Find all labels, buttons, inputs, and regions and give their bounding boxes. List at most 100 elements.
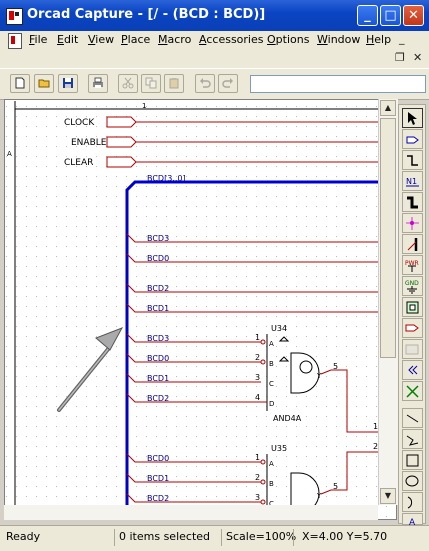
hierarchical-pin-tool[interactable] xyxy=(402,339,423,359)
title-bar[interactable]: Orcad Capture - [/ - (BCD : BCD)] _ □ ✕ xyxy=(0,0,429,31)
vertical-scrollbar[interactable]: ▲ ▼ xyxy=(378,99,398,505)
u34-input-wire-3[interactable] xyxy=(126,373,261,383)
svg-text:N1: N1 xyxy=(406,177,417,186)
status-selection: 0 items selected xyxy=(119,530,211,543)
open-button[interactable] xyxy=(34,74,54,93)
wire-tool[interactable] xyxy=(402,150,423,170)
bcd-bus[interactable] xyxy=(125,180,379,510)
u35-ref: U35 xyxy=(271,444,287,453)
menu-view[interactable]: View xyxy=(88,33,115,46)
part-u34[interactable]: U34 AND4A BCD3 BCD0 BCD1 BCD2 1 2 3 4 A … xyxy=(126,324,379,433)
u34-input-label: BCD1 xyxy=(147,374,169,383)
text-tool[interactable]: A xyxy=(402,513,423,525)
port-enable[interactable]: ENABLE xyxy=(71,136,379,148)
u35-pin-dot xyxy=(260,499,266,505)
part-icon xyxy=(406,136,419,144)
scroll-down-button[interactable]: ▼ xyxy=(380,488,396,504)
u35-output-pin: 5 xyxy=(333,482,338,491)
new-button[interactable] xyxy=(10,74,30,93)
bus-tool[interactable] xyxy=(402,192,423,212)
status-bar: Ready 0 items selected Scale=100% X=4.00… xyxy=(0,525,429,551)
u35-output-wire[interactable] xyxy=(320,451,379,495)
scroll-up-button[interactable]: ▲ xyxy=(380,100,396,116)
menu-edit[interactable]: Edit xyxy=(57,33,79,46)
mdi-restore-button[interactable]: ❐ xyxy=(395,51,405,64)
rectangle-tool[interactable] xyxy=(402,450,423,470)
bus-entry-bcd1[interactable] xyxy=(126,303,379,313)
arc-tool[interactable] xyxy=(402,492,423,512)
u35-input-wire-1[interactable] xyxy=(126,453,261,463)
part-tool[interactable] xyxy=(402,129,423,149)
scroll-thumb[interactable] xyxy=(380,118,396,358)
select-tool[interactable] xyxy=(402,108,423,128)
bus-entry-label: BCD2 xyxy=(147,284,169,293)
undo-button[interactable] xyxy=(195,74,215,93)
power-tool[interactable]: PWR xyxy=(402,255,423,275)
bus-entry-bcd2[interactable] xyxy=(126,283,379,293)
line-tool[interactable] xyxy=(402,408,423,428)
u34-output-wire[interactable] xyxy=(320,369,379,433)
power-icon: PWR xyxy=(405,260,419,272)
maximize-button[interactable]: □ xyxy=(380,5,401,26)
bus-entries: BCD3 BCD0 BCD2 BCD1 xyxy=(126,233,379,313)
bus-entry-bcd0[interactable] xyxy=(126,253,379,263)
u35-input-wire-3[interactable] xyxy=(126,493,261,503)
part-u35[interactable]: U35 BCD0 BCD1 BCD2 1 2 3 A B C Y 5 2 xyxy=(126,442,379,514)
port-clear[interactable]: CLEAR xyxy=(64,156,379,168)
menu-options[interactable]: Options xyxy=(267,33,310,46)
u34-pin-number: 1 xyxy=(255,333,260,342)
minimize-button[interactable]: _ xyxy=(357,5,378,26)
print-button[interactable] xyxy=(88,74,108,93)
u34-input-wire-2[interactable] xyxy=(126,353,261,363)
save-button[interactable] xyxy=(58,74,78,93)
redo-icon xyxy=(222,78,233,88)
ground-tool[interactable]: GND xyxy=(402,276,423,296)
u35-input-wire-2[interactable] xyxy=(126,473,261,483)
schematic-canvas[interactable]: 1 A CLOCK ENABLE CLEAR BCD[3..0] BCD3 BC… xyxy=(4,99,397,520)
u34-pin-indicators xyxy=(278,336,290,362)
ellipse-tool[interactable] xyxy=(402,471,423,491)
u34-output-pin: 5 xyxy=(333,362,338,371)
menu-help[interactable]: Help xyxy=(366,33,392,46)
hierarchical-block-icon xyxy=(406,301,419,314)
bus-entry-tool[interactable] xyxy=(402,234,423,254)
off-page-connector-tool[interactable] xyxy=(402,360,423,380)
no-connect-tool[interactable] xyxy=(402,381,423,401)
menu-file[interactable]: File xyxy=(29,33,48,46)
copy-button[interactable] xyxy=(141,74,161,93)
port-clear-shape xyxy=(106,156,137,168)
menu-window[interactable]: Window xyxy=(317,33,361,46)
redo-button[interactable] xyxy=(218,74,238,93)
horizontal-scrollbar[interactable] xyxy=(4,505,378,520)
port-clock[interactable]: CLOCK xyxy=(64,116,379,128)
part-search-combo[interactable] xyxy=(250,75,426,93)
paste-button[interactable] xyxy=(164,74,184,93)
menu-place[interactable]: Place xyxy=(121,33,151,46)
u34-pin-dot xyxy=(260,339,266,345)
mdi-minimize-button[interactable]: _ xyxy=(399,32,405,45)
bus-entry-bcd3[interactable] xyxy=(126,233,379,243)
u34-input-wire-1[interactable] xyxy=(126,333,261,343)
menu-accessories[interactable]: Accessories xyxy=(199,33,264,46)
junction-tool[interactable] xyxy=(402,213,423,233)
status-ready: Ready xyxy=(6,530,41,543)
u34-input-wire-4[interactable] xyxy=(126,393,267,403)
junction-icon xyxy=(406,217,419,230)
document-icon[interactable] xyxy=(8,33,22,49)
hierarchical-block-tool[interactable] xyxy=(402,297,423,317)
side-pin: 1 xyxy=(373,422,378,431)
mdi-close-button[interactable]: ✕ xyxy=(413,51,423,64)
close-button[interactable]: ✕ xyxy=(403,5,424,26)
bus-icon xyxy=(407,196,418,209)
u35-pin-number: 2 xyxy=(255,473,260,482)
hierarchical-port-tool[interactable] xyxy=(402,318,423,338)
status-scale: Scale=100% xyxy=(226,530,297,543)
schematic-drawing[interactable]: 1 A CLOCK ENABLE CLEAR BCD[3..0] BCD3 BC… xyxy=(5,100,397,520)
cut-button[interactable] xyxy=(118,74,138,93)
copy-icon xyxy=(145,77,157,89)
orcad-app-icon[interactable] xyxy=(6,8,23,25)
net-alias-tool[interactable]: N1 xyxy=(402,171,423,191)
menu-macro[interactable]: Macro xyxy=(158,33,192,46)
polyline-tool[interactable] xyxy=(402,429,423,449)
bus-entry-label: BCD0 xyxy=(147,254,169,263)
